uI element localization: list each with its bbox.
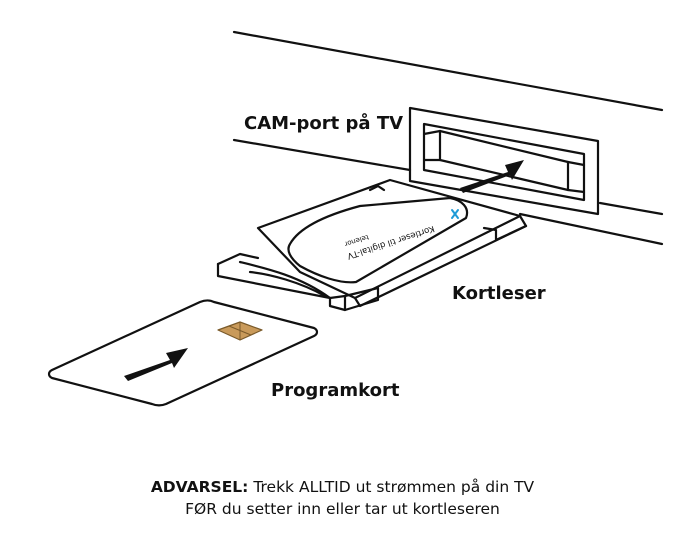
warning-line-1: ADVARSEL: Trekk ALLTID ut strømmen på di… (0, 476, 685, 498)
chip-icon (217, 321, 263, 341)
tv-lower-edge (518, 212, 664, 246)
program-card (47, 299, 319, 407)
arrow-up-right-icon (124, 348, 188, 381)
tv-middle-edge-right (598, 201, 664, 216)
brand-logo-icon (451, 209, 459, 219)
tv-top-edge (232, 30, 664, 112)
tv-middle-edge (232, 138, 412, 172)
warning-line-2: FØR du setter inn eller tar ut kortleser… (185, 500, 500, 518)
warning-prefix: ADVARSEL: (150, 478, 249, 496)
warning-text: ADVARSEL: Trekk ALLTID ut strømmen på di… (0, 476, 685, 520)
card-reader-module (216, 178, 528, 312)
cam-port-label: CAM-port på TV (244, 113, 404, 134)
module-print: Kortleser til digital-TV telenor (343, 223, 435, 261)
card-reader-label: Kortleser (452, 283, 546, 304)
warning-line1-text: Trekk ALLTID ut strømmen på din TV (253, 478, 535, 496)
arrow-up-right-icon (460, 160, 524, 193)
program-card-label: Programkort (271, 380, 400, 401)
